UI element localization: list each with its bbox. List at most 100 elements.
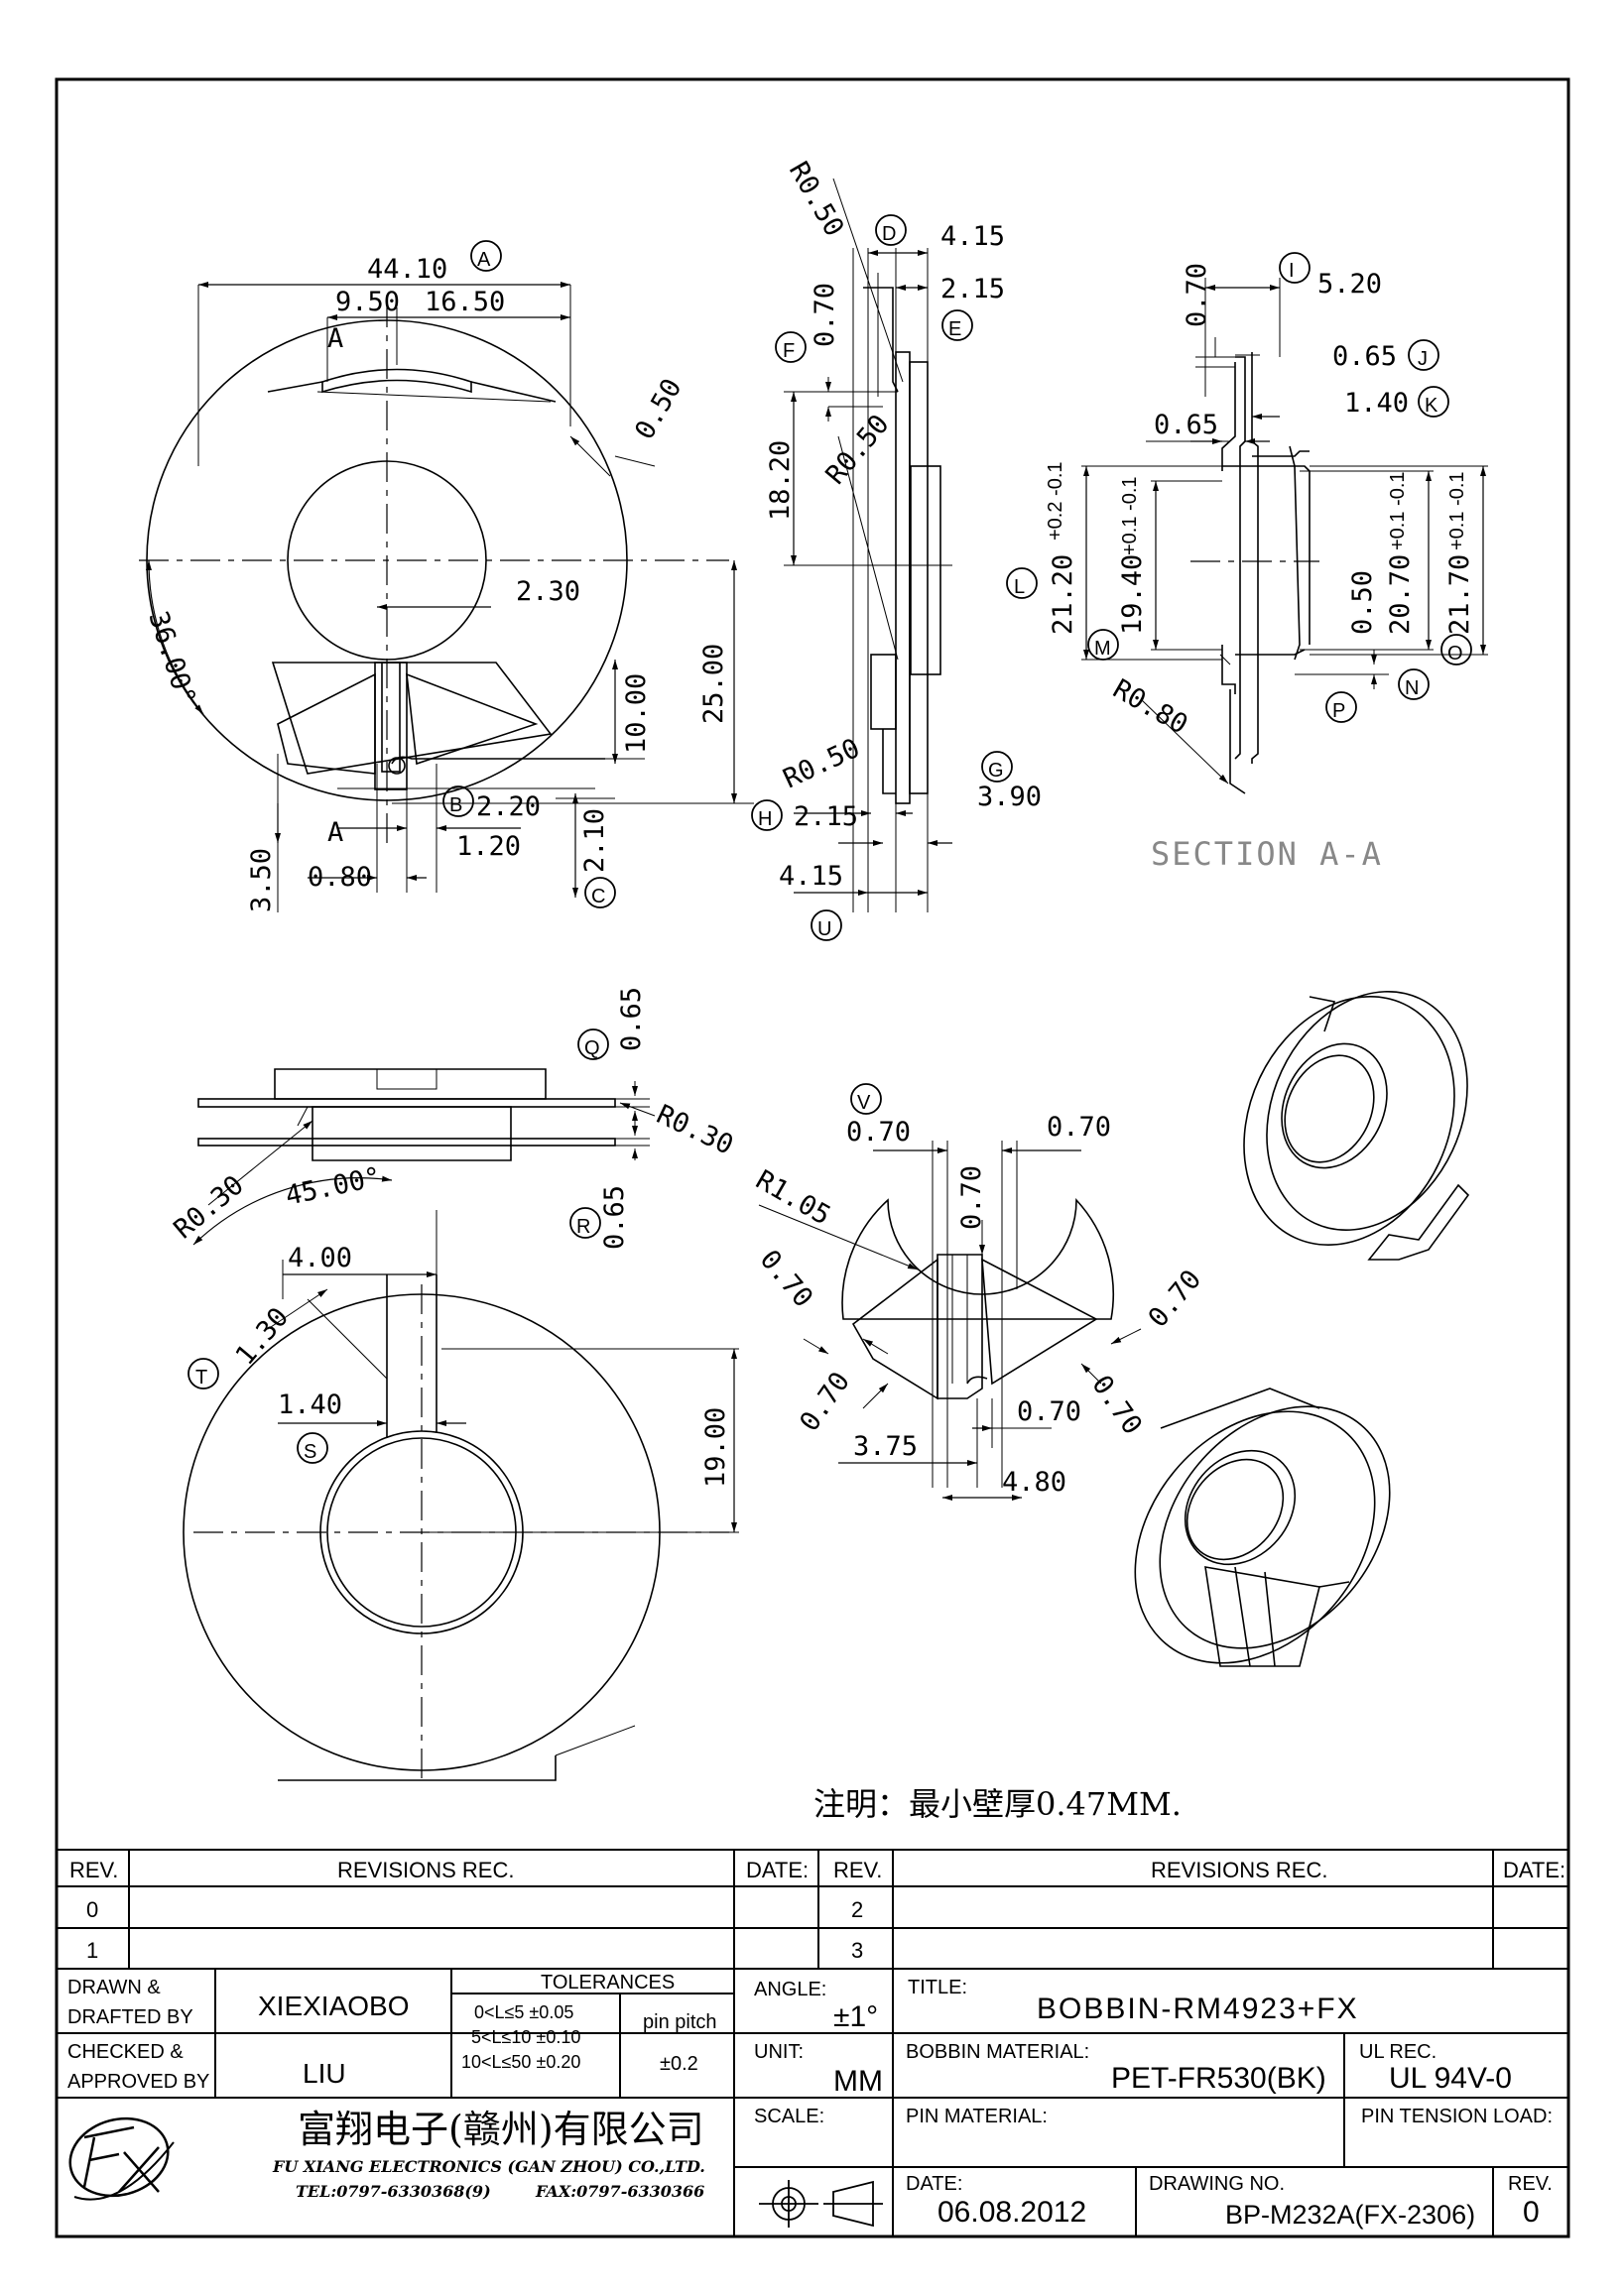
tb-rev-row-1: 1 (86, 1938, 98, 1963)
tb-rev-header-right: REV. (833, 1858, 882, 1882)
tb-unit-label: UNIT: (754, 2041, 804, 2063)
tb-rev-header-left: REV. (69, 1858, 118, 1882)
tb-tol-2: 5<L≤10 ±0.10 (471, 2027, 580, 2047)
dim-18-20: 18.20 (765, 440, 796, 521)
tb-title-value: BOBBIN-RM4923+FX (1037, 1993, 1359, 2025)
section-view-labels: 0.70 I 5.20 0.65 J 1.40 K 0.65 21.20 +0.… (1006, 252, 1475, 873)
balloon-k: K (1425, 395, 1438, 417)
balloon-c: C (591, 886, 605, 907)
tol-20-70: +0.1 -0.1 (1387, 471, 1409, 550)
balloon-f: F (783, 340, 795, 362)
balloon-o: O (1447, 643, 1463, 665)
dim-0-70-d: 0.70 (754, 1245, 819, 1314)
tb-date-label: DATE: (906, 2173, 962, 2195)
balloon-q: Q (584, 1037, 600, 1059)
dim-25-00: 25.00 (698, 644, 729, 724)
dim-2-15-top: 2.15 (940, 274, 1005, 304)
balloon-e: E (948, 318, 961, 340)
tb-rev-row-0: 0 (86, 1897, 98, 1922)
dim-5-20: 5.20 (1317, 269, 1382, 300)
detail-view (758, 1141, 1142, 1501)
tb-drawing-no-label: DRAWING NO. (1149, 2173, 1285, 2195)
title-block-text: REV. REVISIONS REC. DATE: REV. REVISIONS… (67, 1858, 1565, 2230)
tb-checked-label-2: APPROVED BY (67, 2071, 209, 2093)
side-view (784, 178, 952, 912)
section-mark-a-top: A (327, 323, 343, 354)
tb-date-header-left: DATE: (746, 1858, 809, 1882)
tb-pin-pitch-value: ±0.2 (660, 2053, 698, 2075)
tb-pin-tension-label: PIN TENSION LOAD: (1361, 2106, 1553, 2127)
tb-rev-row-3: 3 (851, 1938, 863, 1963)
balloon-l: L (1014, 576, 1025, 598)
dim-45-deg: 45.00° (283, 1161, 384, 1212)
dim-0-70: 0.70 (810, 283, 840, 347)
isometric-views (1134, 991, 1470, 1667)
dim-3-90: 3.90 (977, 782, 1042, 812)
section-title: SECTION A-A (1151, 835, 1383, 873)
dim-4-80: 4.80 (1002, 1467, 1066, 1498)
tb-drawing-no-value: BP-M232A(FX-2306) (1225, 2200, 1475, 2230)
company-logo (68, 2116, 175, 2201)
tb-tol-3: 10<L≤50 ±0.20 (461, 2052, 580, 2072)
dim-0-70-h: 0.70 (1017, 1396, 1081, 1427)
tb-bobbin-material-label: BOBBIN MATERIAL: (906, 2041, 1089, 2063)
tb-revisions-header-right: REVISIONS REC. (1151, 1858, 1327, 1882)
balloon-u: U (817, 918, 831, 940)
balloon-t: T (195, 1367, 207, 1389)
dim-0-70-c: 0.70 (956, 1165, 987, 1230)
tb-rev-row-2: 2 (851, 1897, 863, 1922)
dim-19-40: 19.40 (1117, 554, 1148, 635)
tb-company-en: FU XIANG ELECTRONICS (GAN ZHOU) CO.,LTD. (272, 2157, 705, 2176)
dim-0-70-g: 0.70 (1085, 1370, 1148, 1440)
dim-r0-30-left: R0.30 (169, 1169, 250, 1245)
dim-2-20: 2.20 (476, 791, 541, 822)
tb-date-value: 06.08.2012 (937, 2196, 1086, 2229)
dim-3-75: 3.75 (853, 1431, 918, 1462)
dim-r1-05: R1.05 (751, 1164, 836, 1231)
tb-tol-1: 0<L≤5 ±0.05 (474, 2002, 573, 2022)
tol-21-70: +0.1 -0.1 (1446, 471, 1468, 550)
tb-tel: TEL:0797-6330368(9) (296, 2182, 491, 2201)
balloon-i: I (1289, 260, 1295, 282)
balloon-v: V (857, 1092, 871, 1114)
tb-drawn-label-2: DRAFTED BY (67, 2006, 193, 2028)
tb-checked-label-1: CHECKED & (67, 2041, 184, 2063)
dim-r0-80: R0.80 (1108, 673, 1193, 740)
tb-angle-value: ±1° (833, 2000, 878, 2033)
balloon-p: P (1332, 700, 1345, 722)
dim-r0-50-top: R0.50 (783, 157, 849, 242)
bottom-left-labels: Q 0.65 R0.30 R0.30 45.00° R 0.65 4.00 T … (169, 987, 738, 1488)
tb-company-cn: 富翔电子(赣州)有限公司 (298, 2108, 704, 2151)
tb-bobbin-material-value: PET-FR530(BK) (1111, 2062, 1326, 2095)
tb-drawn-value: XIEXIAOBO (258, 1991, 410, 2021)
balloon-g: G (988, 760, 1004, 782)
dim-9-50: 9.50 (335, 287, 400, 317)
dim-0-70-a: 0.70 (846, 1117, 911, 1148)
tol-21-20: +0.2 -0.1 (1045, 461, 1066, 541)
dim-r0-30-right: R0.30 (652, 1099, 738, 1160)
balloon-n: N (1405, 677, 1419, 699)
tb-drawn-label-1: DRAWN & (67, 1977, 161, 1998)
dim-0-70-e: 0.70 (1143, 1265, 1208, 1334)
dim-19-00: 19.00 (700, 1407, 731, 1488)
tb-ul-value: UL 94V-0 (1389, 2062, 1512, 2095)
tb-title-label: TITLE: (908, 1977, 967, 1998)
dim-1-40-bl: 1.40 (278, 1390, 342, 1420)
dim-10-00: 10.00 (621, 673, 652, 754)
tb-checked-value: LIU (303, 2058, 346, 2089)
iso-bottom-right (1134, 1388, 1391, 1667)
iso-top-right (1243, 991, 1470, 1261)
title-block (57, 1849, 1568, 2236)
side-view-labels: R0.50 D 4.15 2.15 E F 0.70 18.20 R0.50 R… (751, 157, 1042, 941)
section-mark-a-bottom: A (327, 817, 343, 848)
tol-19-40: +0.1 -0.1 (1119, 476, 1141, 555)
balloon-h: H (758, 808, 772, 830)
dim-2-30: 2.30 (516, 576, 580, 607)
dim-0-70-sec: 0.70 (1182, 263, 1212, 327)
dim-36-deg: 36.00° (142, 608, 201, 709)
dim-1-20: 1.20 (456, 831, 521, 862)
tb-pin-material-label: PIN MATERIAL: (906, 2106, 1048, 2127)
dim-0-50-sec: 0.50 (1347, 570, 1378, 635)
dim-r0-50-bot: R0.50 (779, 733, 865, 794)
dim-0-50: 0.50 (629, 374, 687, 445)
